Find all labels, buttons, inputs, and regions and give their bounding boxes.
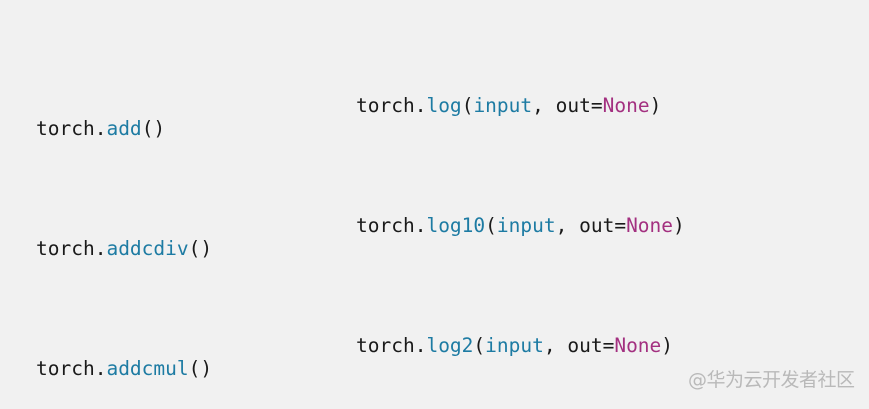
function-name-log10: log10 xyxy=(426,214,486,237)
module-prefix: torch. xyxy=(356,214,427,237)
code-column-right: torch.log(input, out=None) torch.log10(i… xyxy=(356,1,767,409)
close-paren: ) xyxy=(673,214,685,237)
function-name-addcmul: addcmul xyxy=(106,357,189,380)
module-prefix: torch. xyxy=(36,237,107,260)
code-column-left: torch.add() torch.addcdiv() torch.addcmu… xyxy=(36,24,212,409)
arg-input: input xyxy=(496,214,556,237)
function-name-log2: log2 xyxy=(426,334,474,357)
code-line-torch-log10: torch.log10(input, out=None) xyxy=(356,211,767,241)
empty-parens: () xyxy=(141,117,166,140)
value-none: None xyxy=(602,94,650,117)
function-name-log: log xyxy=(426,94,462,117)
function-name-addcdiv: addcdiv xyxy=(106,237,189,260)
close-paren: ) xyxy=(661,334,674,357)
close-paren: ) xyxy=(649,94,662,117)
value-none: None xyxy=(626,214,674,237)
comma-separator: , xyxy=(543,334,568,357)
module-prefix: torch. xyxy=(356,94,427,117)
module-prefix: torch. xyxy=(36,117,107,140)
comma-separator: , xyxy=(532,94,556,117)
kwarg-out: out= xyxy=(579,214,627,237)
code-line-torch-addcdiv: torch.addcdiv() xyxy=(36,234,212,264)
arg-input: input xyxy=(485,334,544,357)
kwarg-out: out= xyxy=(567,334,615,357)
module-prefix: torch. xyxy=(356,334,427,357)
arg-input: input xyxy=(473,94,533,117)
empty-parens: () xyxy=(188,357,213,380)
function-name-add: add xyxy=(106,117,142,140)
open-paren: ( xyxy=(473,334,486,357)
code-line-torch-add: torch.add() xyxy=(36,114,212,144)
module-prefix: torch. xyxy=(36,357,107,380)
code-line-torch-log: torch.log(input, out=None) xyxy=(356,91,767,121)
open-paren: ( xyxy=(485,214,497,237)
comma-separator: , xyxy=(555,214,580,237)
kwarg-out: out= xyxy=(555,94,603,117)
code-line-torch-addcmul: torch.addcmul() xyxy=(36,354,212,384)
value-none: None xyxy=(614,334,662,357)
empty-parens: () xyxy=(188,237,213,260)
code-line-torch-log2: torch.log2(input, out=None) xyxy=(356,331,767,361)
open-paren: ( xyxy=(461,94,474,117)
